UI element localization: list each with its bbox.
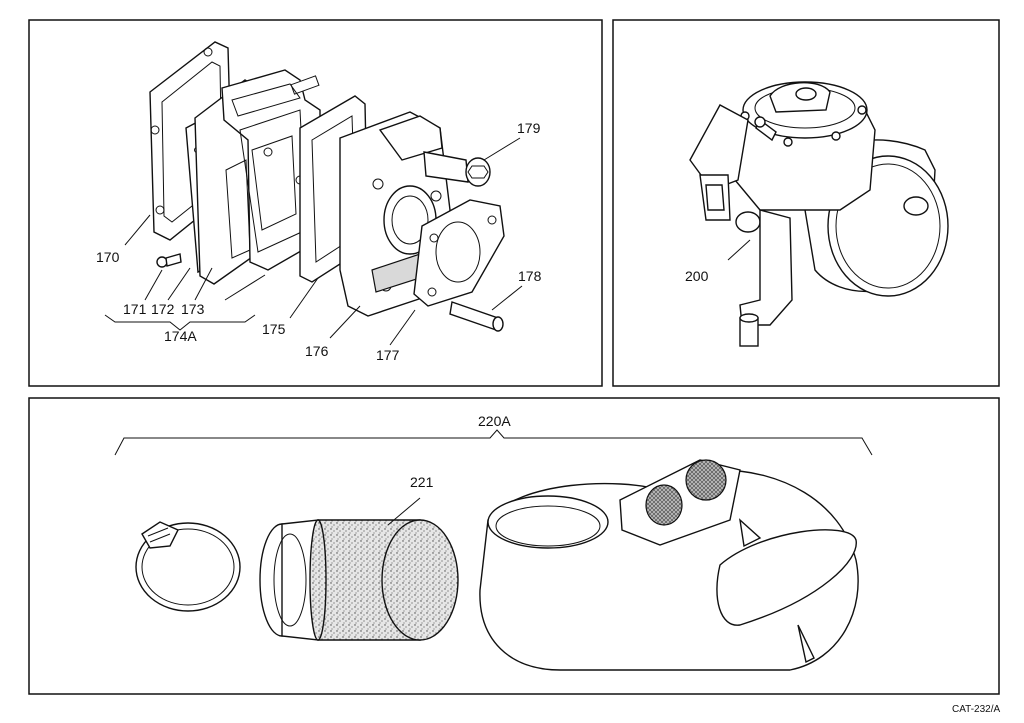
label-200: 200	[685, 268, 709, 284]
label-220a: 220A	[478, 413, 511, 429]
foam-filter-221-drawing	[259, 497, 459, 641]
hose-clamp-drawing	[135, 521, 241, 612]
panel-frame-top-right	[612, 19, 1000, 387]
reed-valve-exploded-view	[104, 41, 523, 346]
label-178: 178	[518, 268, 542, 284]
labels-top-left: 170 171 172 173 174A 175 176 177 178 179	[96, 120, 542, 363]
panel-frame-bottom	[28, 397, 1000, 695]
gasket-177-drawing	[413, 199, 505, 307]
label-175: 175	[262, 321, 286, 337]
bracket-220a	[114, 429, 873, 456]
label-170: 170	[96, 249, 120, 265]
label-177: 177	[376, 347, 400, 363]
carburetor-drawing	[689, 81, 949, 347]
label-172: 172	[151, 301, 175, 317]
bolt-179-drawing	[423, 151, 469, 183]
air-silencer-drawing	[479, 459, 859, 671]
label-176: 176	[305, 343, 329, 359]
panel-frame-top-left	[28, 19, 603, 387]
stud-178-drawing	[449, 301, 499, 331]
label-171: 171	[123, 301, 147, 317]
air-filter-assembly	[114, 429, 873, 671]
catalog-code: CAT-232/A	[952, 704, 1000, 715]
label-174a: 174A	[164, 328, 197, 344]
label-173: 173	[181, 301, 205, 317]
label-179: 179	[517, 120, 541, 136]
label-221: 221	[410, 474, 434, 490]
